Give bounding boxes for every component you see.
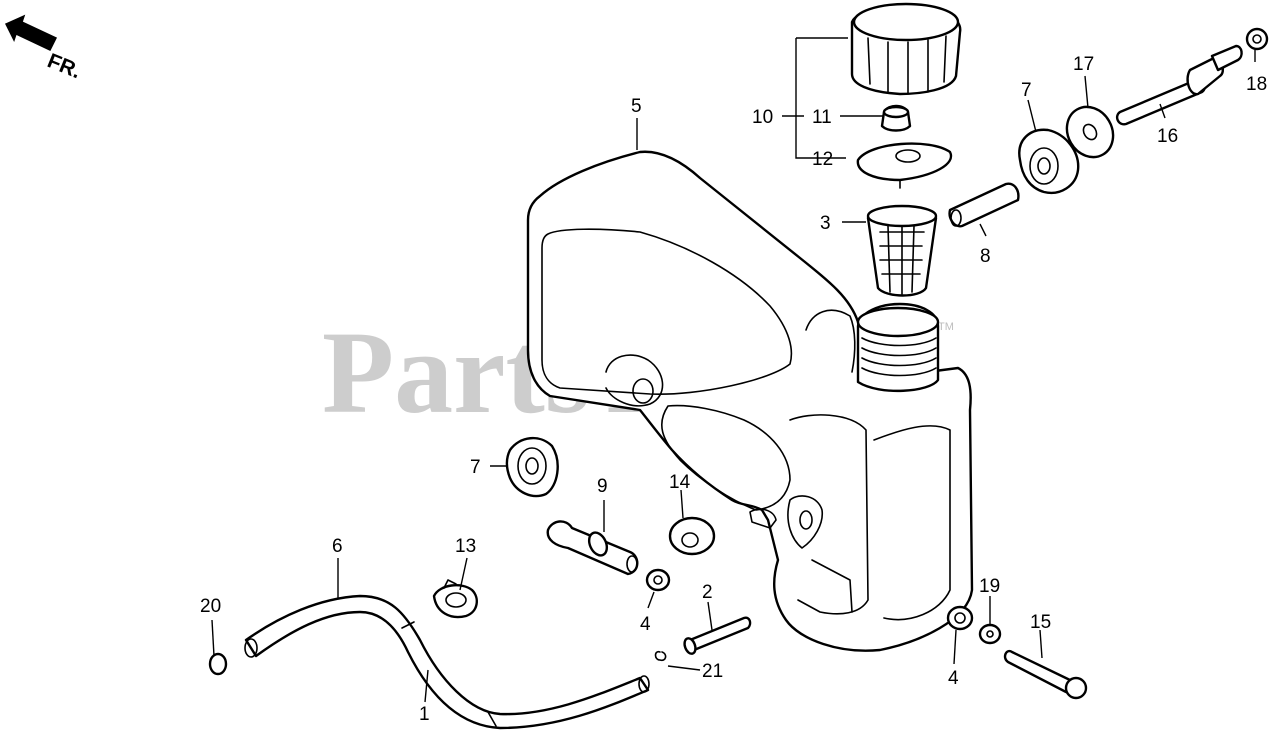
callout-label: 14 <box>669 472 691 493</box>
callout-label: 19 <box>979 576 1000 597</box>
callout-label: 16 <box>1157 126 1178 147</box>
callout-label: 18 <box>1246 74 1267 95</box>
callout-label: 9 <box>597 476 608 497</box>
cap-seal-part-11 <box>880 104 912 132</box>
collar-part-8 <box>948 182 1020 228</box>
washer-part-19 <box>978 623 1002 645</box>
bolt-part-2 <box>683 616 752 655</box>
bolt-part-16 <box>1115 44 1243 126</box>
tube-clip-part-21 <box>654 650 667 662</box>
callout-label: 15 <box>1030 612 1051 633</box>
callout-label: 3 <box>820 213 831 234</box>
callout-label: 10 <box>752 107 773 128</box>
fuel-strainer-part-3 <box>866 204 938 297</box>
fuel-tank-part-5 <box>526 150 974 652</box>
fuel-tube-part-1 <box>244 594 650 730</box>
callout-label: 4 <box>948 668 959 689</box>
tube-clip-part-20 <box>208 652 228 676</box>
collar-part-9 <box>546 520 639 576</box>
callout-label: 8 <box>980 246 991 267</box>
watermark-trademark: TM <box>938 321 954 333</box>
grommet-part-7-lower <box>505 437 559 498</box>
callout-label: 12 <box>812 149 833 170</box>
callout-label: 7 <box>1021 80 1032 101</box>
callout-label: 20 <box>200 596 221 617</box>
callout-label: 21 <box>702 661 723 682</box>
callout-label: 13 <box>455 536 476 557</box>
front-direction-label: FR. <box>44 49 84 83</box>
callout-labels: 1 2 3 4 4 5 6 7 7 8 9 10 11 12 13 14 15 … <box>200 54 1267 725</box>
cap-plate-part-12 <box>856 142 953 189</box>
callout-label: 5 <box>631 96 642 117</box>
hose-clip-part-13 <box>432 579 478 619</box>
nut-part-18 <box>1245 27 1269 51</box>
callout-label: 2 <box>702 582 713 603</box>
callout-label: 1 <box>419 704 430 725</box>
nut-part-4-right <box>946 605 974 631</box>
washer-part-17 <box>1065 105 1115 159</box>
callout-label: 4 <box>640 614 651 635</box>
leader-lines <box>211 37 1256 703</box>
callout-label: 11 <box>812 107 832 128</box>
nut-part-4-left <box>645 568 671 592</box>
bolt-part-15 <box>1003 649 1088 700</box>
front-direction-arrow-icon <box>4 14 58 51</box>
cushion-part-14 <box>668 516 716 556</box>
grommet-part-7-upper <box>1018 128 1080 195</box>
callout-label: 7 <box>470 457 481 478</box>
callout-label: 6 <box>332 536 343 557</box>
fuel-cap-part-10 <box>850 2 962 96</box>
callout-label: 17 <box>1073 54 1094 75</box>
